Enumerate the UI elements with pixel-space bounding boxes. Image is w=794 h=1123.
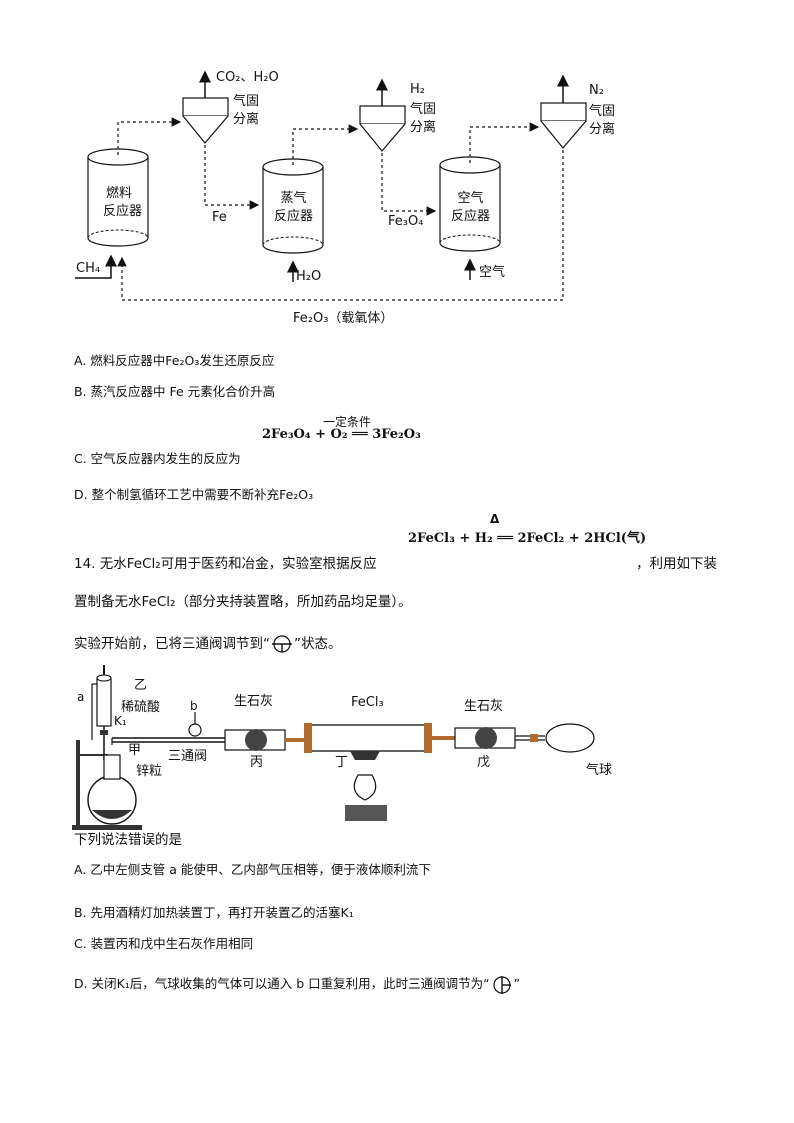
steam-reactor-label-1: 蒸气 (280, 191, 307, 206)
q14-question: 下列说法错误的是 (74, 832, 182, 848)
output-co2-h2o: CO₂、H₂O (216, 70, 279, 85)
ch4-label: CH₄ (76, 261, 101, 276)
q14-equation: 2FeCl₃ + H₂ ══ 2FeCl₂ + 2HCl(气) (408, 531, 647, 546)
q13-equation-condition: 一定条件 (322, 415, 371, 429)
h2o-label: H₂O (296, 269, 322, 284)
label-wu: 戊 (477, 755, 491, 770)
q13-option-c: C. 空气反应器内发生的反应为 (74, 451, 241, 466)
label-valve: 三通阀 (168, 749, 208, 764)
fuel-reactor-label-1: 燃料 (105, 186, 132, 201)
output-n2: N₂ (589, 83, 604, 98)
valve-state-d-icon (493, 975, 511, 994)
q14-line-3-post: ”状态。 (294, 636, 342, 652)
q14-equation-condition: Δ (490, 512, 500, 526)
air-reactor-label-1: 空气 (457, 191, 484, 206)
label-acid: 稀硫酸 (121, 700, 161, 715)
q14-option-d-post: ” (513, 976, 521, 991)
q14-line-2: 置制备无水FeCl₂（部分夹持装置略，所加药品均足量）。 (74, 594, 412, 610)
loop-label: Fe₂O₃（载氧体） (293, 311, 394, 326)
fuel-reactor (87, 148, 149, 247)
q14-line-1-tail: ，利用如下装 (636, 556, 717, 572)
output-h2: H₂ (410, 82, 425, 97)
separator-2 (359, 78, 406, 152)
label-fecl3: FeCl₃ (351, 695, 384, 710)
q14-option-b: B. 先用酒精灯加热装置丁，再打开装置乙的活塞K₁ (74, 905, 354, 920)
label-k1: K₁ (114, 714, 127, 728)
separator-3-label-1: 气固 (589, 104, 616, 119)
air-input-label: 空气 (479, 265, 506, 280)
apparatus-diagram (72, 665, 595, 830)
q13-equation: 2Fe₃O₄ + O₂ ══ 3Fe₂O₃ (262, 427, 421, 442)
label-balloon: 气球 (586, 763, 613, 778)
steam-reactor (262, 158, 324, 254)
q14-option-d-pre: D. 关闭K₁后，气球收集的气体可以通入 b 口重复利用，此时三通阀调节为“ (74, 976, 490, 991)
q14-option-a: A. 乙中左侧支管 a 能使甲、乙内部气压相等，便于液体顺利流下 (74, 862, 431, 877)
separator-1-label-1: 气固 (233, 94, 260, 109)
air-reactor (439, 156, 501, 252)
label-bing: 丙 (250, 755, 264, 770)
steam-reactor-label-2: 反应器 (273, 209, 313, 224)
q13-option-b: B. 蒸汽反应器中 Fe 元素化合价升高 (74, 384, 276, 399)
separator-1 (182, 70, 229, 144)
valve-state-icon (272, 635, 292, 653)
fe3o4-label: Fe₃O₄ (388, 214, 424, 229)
separator-2-label-1: 气固 (410, 102, 437, 117)
hydrogen-cycle-diagram (75, 70, 587, 301)
label-lime-2: 生石灰 (464, 699, 504, 714)
q13-option-a: A. 燃料反应器中Fe₂O₃发生还原反应 (74, 353, 275, 368)
label-lime-1: 生石灰 (234, 694, 274, 709)
label-a: a (77, 690, 85, 704)
q13-option-d: D. 整个制氢循环工艺中需要不断补充Fe₂O₃ (74, 487, 314, 502)
separator-3-label-2: 分离 (589, 122, 616, 137)
separator-3 (540, 74, 587, 149)
separator-1-label-2: 分离 (233, 112, 260, 127)
q14-option-c: C. 装置丙和戊中生石灰作用相同 (74, 936, 254, 951)
label-b: b (190, 699, 198, 713)
air-reactor-label-2: 反应器 (450, 209, 490, 224)
label-ding: 丁 (335, 755, 349, 770)
fuel-reactor-label-2: 反应器 (103, 204, 143, 219)
label-zinc: 锌粒 (136, 764, 163, 779)
q14-line-3-pre: 实验开始前，已将三通阀调节到“ (74, 636, 270, 652)
label-yi: 乙 (134, 678, 148, 693)
q14-line-1: 14. 无水FeCl₂可用于医药和冶金，实验室根据反应 (74, 556, 377, 572)
fe-label: Fe (212, 210, 227, 225)
label-jia: 甲 (128, 743, 142, 758)
separator-2-label-2: 分离 (410, 120, 437, 135)
